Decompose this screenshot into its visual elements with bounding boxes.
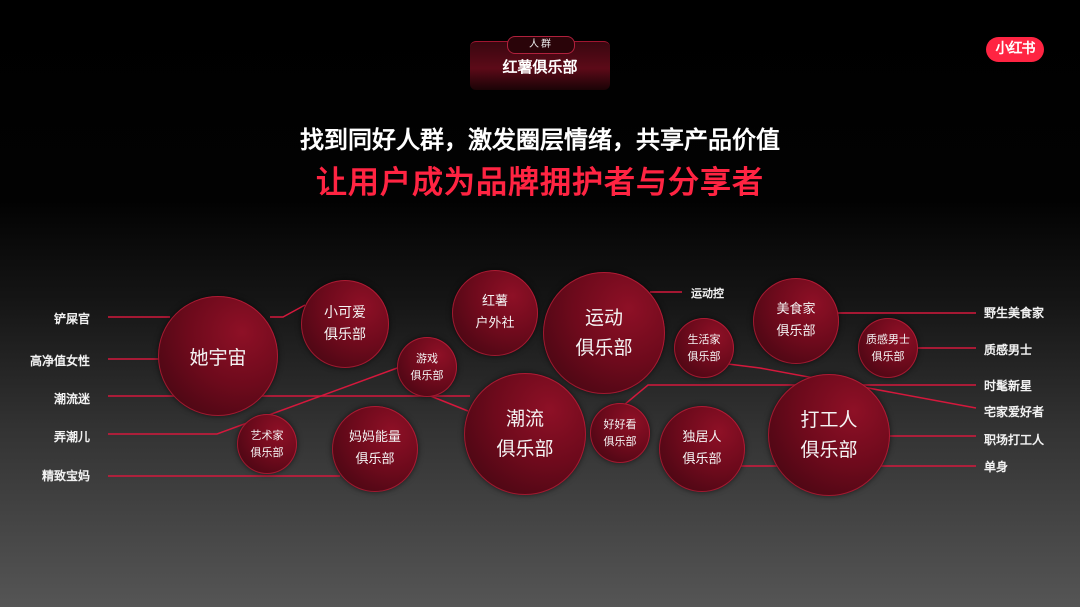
bubble-line2: 俱乐部 xyxy=(324,327,366,343)
bubble-line2: 俱乐部 xyxy=(496,438,554,460)
label-gaojingzhi-nvxing: 高净值女性 xyxy=(29,354,90,368)
bubble-line1: 好好看 xyxy=(603,418,637,431)
bubble-line2: 俱乐部 xyxy=(250,446,284,459)
line-youxi-chaoliu xyxy=(427,394,469,412)
xiaohongshu-logo: 小红书 xyxy=(986,37,1044,62)
bubble-youxi-club: 游戏 俱乐部 xyxy=(397,337,457,397)
label-chaoliumi: 潮流迷 xyxy=(53,392,90,406)
label-danshen: 单身 xyxy=(984,460,1009,474)
bubble-line2: 俱乐部 xyxy=(355,452,395,467)
bubble-line1: 打工人 xyxy=(800,409,858,431)
bubble-line2: 俱乐部 xyxy=(776,324,816,339)
bubble-yundong-club: 运动 俱乐部 xyxy=(543,272,665,394)
line-shimaoxinxing xyxy=(617,384,976,411)
label-zhichang-dagongren: 职场打工人 xyxy=(984,433,1045,447)
bubble-ta-yuzhou: 她宇宙 xyxy=(158,296,278,416)
bubble-meishijia-club: 美食家 俱乐部 xyxy=(753,278,839,364)
bubble-xiaokeai-club: 小可爱 俱乐部 xyxy=(301,280,389,368)
headline-main: 让用户成为品牌拥护者与分享者 xyxy=(316,165,764,201)
bubble-line1: 质感男士 xyxy=(866,333,910,346)
line-nongchaoer xyxy=(108,366,401,435)
bubble-haohaokan-club: 好好看 俱乐部 xyxy=(590,403,650,463)
bubble-line2: 俱乐部 xyxy=(687,350,721,363)
bubble-line1: 独居人 xyxy=(682,430,722,445)
bubble-line1: 运动 xyxy=(584,307,623,329)
bubble-shenghuojia-club: 生活家 俱乐部 xyxy=(674,318,734,378)
bubble-line2: 俱乐部 xyxy=(575,337,633,359)
bubble-line2: 户外社 xyxy=(475,316,515,331)
label-nongchaoer: 弄潮儿 xyxy=(53,430,90,444)
bubble-line2: 俱乐部 xyxy=(410,369,444,382)
bubble-label: 她宇宙 xyxy=(189,346,247,369)
bubble-line2: 俱乐部 xyxy=(603,435,637,448)
bubble-line1: 妈妈能量 xyxy=(348,430,401,445)
bubble-line1: 美食家 xyxy=(776,302,816,317)
bubble-line1: 小可爱 xyxy=(324,305,366,321)
bubble-line1: 生活家 xyxy=(687,333,721,346)
audience-pill: 人群 xyxy=(507,36,575,54)
label-jingzhi-baoma: 精致宝妈 xyxy=(41,469,90,483)
line-zhaijia xyxy=(727,363,977,409)
bubble-line2: 俱乐部 xyxy=(871,350,905,363)
label-yesheng-meishijia: 野生美食家 xyxy=(984,306,1045,320)
bubble-chaoliu-club: 潮流 俱乐部 xyxy=(464,373,586,495)
headline-sub: 找到同好人群，激发圈层情绪，共享产品价值 xyxy=(300,126,780,154)
bubble-line2: 俱乐部 xyxy=(682,452,722,467)
bubble-dagongren-club: 打工人 俱乐部 xyxy=(768,374,890,496)
bubble-mama-nengliang-club: 妈妈能量 俱乐部 xyxy=(332,406,418,492)
bubble-line2: 俱乐部 xyxy=(800,439,858,461)
bubble-dujuren-club: 独居人 俱乐部 xyxy=(659,406,745,492)
bubble-line1: 艺术家 xyxy=(250,429,284,442)
label-zhaijia-aihaozhe: 宅家爱好者 xyxy=(984,405,1045,419)
label-chanshiguan: 铲屎官 xyxy=(53,312,90,326)
bubble-hongshu-huwaishe: 红薯 户外社 xyxy=(452,270,538,356)
label-shimao-xinxing: 时髦新星 xyxy=(984,379,1033,393)
bubble-line1: 潮流 xyxy=(505,408,544,430)
bubble-zhigan-nanshi-club: 质感男士 俱乐部 xyxy=(858,318,918,378)
bubble-yishujia-club: 艺术家 俱乐部 xyxy=(237,414,297,474)
section-title: 红薯俱乐部 xyxy=(502,58,578,76)
label-yundongkong: 运动控 xyxy=(691,287,724,300)
bubble-line1: 红薯 xyxy=(481,294,508,309)
line-tayuzhou-xiaokeai xyxy=(270,304,306,318)
label-zhigan-nanshi: 质感男士 xyxy=(984,343,1033,357)
bubble-line1: 游戏 xyxy=(416,352,438,365)
